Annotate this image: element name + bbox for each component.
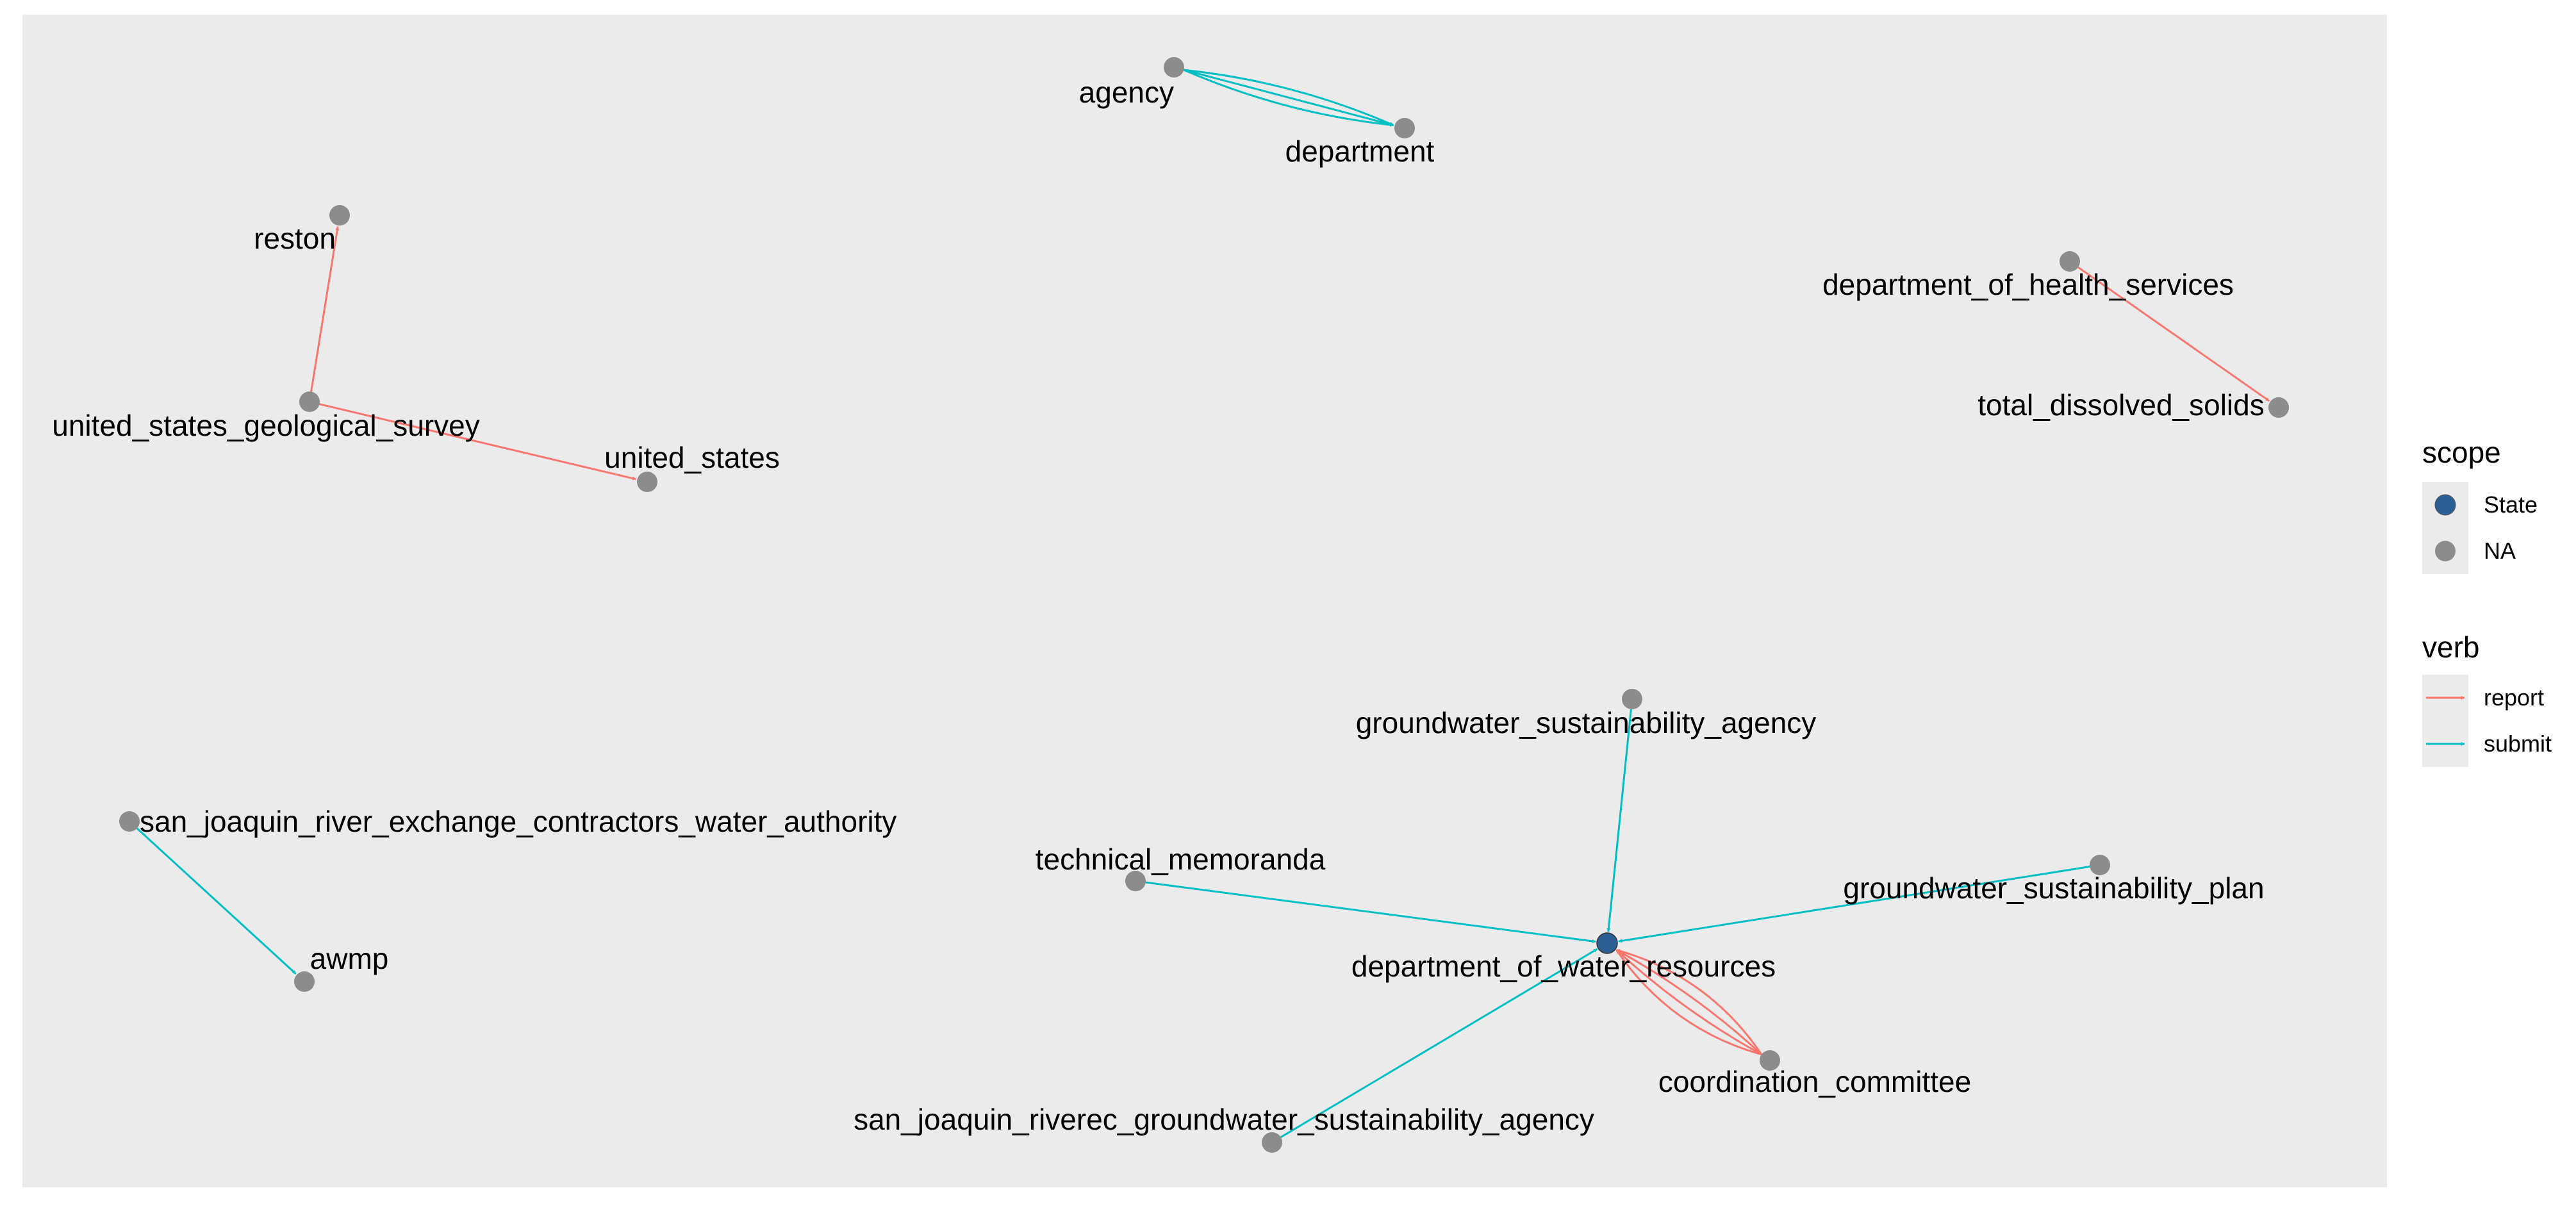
node-agency[interactable]	[1164, 57, 1184, 78]
edge-report-coordination_committee-to-department_of_water_resources	[1615, 949, 1762, 1055]
edge-report-united_states_geological_survey-to-reston	[310, 226, 340, 392]
legend-scope-label-na: NA	[2484, 538, 2516, 564]
node-groundwater_sustainability_agency[interactable]	[1622, 689, 1642, 709]
node-label-reston: reston	[254, 222, 336, 255]
node-label-united_states_geological_survey: united_states_geological_survey	[52, 409, 479, 442]
legend-verb-label-report: report	[2484, 684, 2544, 711]
node-reston[interactable]	[329, 205, 350, 226]
legend-scope: scope State NA	[2422, 436, 2538, 574]
plot-panel	[22, 15, 2387, 1187]
edge-submit-groundwater_sustainability_agency-to-department_of_water_resources	[1606, 709, 1632, 932]
edge-submit-agency-to-department	[1184, 69, 1394, 126]
node-san_joaquin_river_exchange_contractors_water_authority[interactable]	[119, 811, 140, 832]
node-label-total_dissolved_solids: total_dissolved_solids	[1977, 388, 2265, 422]
legend-scope-swatch-na	[2435, 541, 2456, 561]
legend-verb-label-submit: submit	[2484, 730, 2552, 757]
node-label-awmp: awmp	[310, 942, 389, 975]
node-united_states[interactable]	[637, 472, 657, 492]
edge-submit-technical_memoranda-to-department_of_water_resources	[1145, 881, 1596, 943]
edge-report-coordination_committee-to-department_of_water_resources	[1615, 949, 1763, 1055]
labels-layer: agency department reston united_states_geol…	[52, 76, 2264, 1136]
node-label-department_of_water_resources: department_of_water_resources	[1351, 950, 1776, 983]
edges-layer	[136, 69, 2270, 1139]
node-groundwater_sustainability_plan[interactable]	[2090, 855, 2110, 875]
edge-submit-agency-to-department	[1183, 69, 1394, 127]
node-coordination_committee[interactable]	[1760, 1050, 1780, 1071]
node-united_states_geological_survey[interactable]	[299, 391, 320, 412]
node-label-san_joaquin_river_exchange_contractors_water_authority: san_joaquin_river_exchange_contractors_w…	[140, 805, 896, 838]
node-label-department: department	[1285, 135, 1435, 168]
legend-scope-label-state: State	[2484, 491, 2538, 518]
node-department[interactable]	[1394, 118, 1415, 138]
node-label-groundwater_sustainability_plan: groundwater_sustainability_plan	[1843, 871, 2264, 905]
edge-submit-agency-to-department	[1184, 69, 1394, 126]
edge-report-coordination_committee-to-department_of_water_resources	[1616, 949, 1763, 1055]
node-label-san_joaquin_riverec_groundwater_sustainability_agency: san_joaquin_riverec_groundwater_sustaina…	[854, 1103, 1594, 1136]
node-department_of_health_services[interactable]	[2060, 251, 2080, 272]
edge-report-coordination_committee-to-department_of_water_resources	[1615, 949, 1762, 1056]
edge-submit-san_joaquin_riverec_groundwater_sustainability_agency-to-department_of_water_resources	[1280, 948, 1598, 1139]
edge-submit-groundwater_sustainability_plan-to-department_of_water_resources	[1618, 866, 2090, 943]
node-label-agency: agency	[1079, 76, 1174, 109]
node-department_of_water_resources[interactable]	[1596, 932, 1618, 954]
nodes-layer	[119, 57, 2289, 1153]
node-technical_memoranda[interactable]	[1125, 871, 1146, 891]
node-label-department_of_health_services: department_of_health_services	[1822, 268, 2234, 301]
legend-scope-title: scope	[2422, 436, 2501, 469]
node-awmp[interactable]	[294, 971, 315, 992]
node-san_joaquin_riverec_groundwater_sustainability_agency[interactable]	[1262, 1132, 1282, 1153]
edge-report-department_of_health_services-to-total_dissolved_solids	[2077, 266, 2270, 402]
node-label-groundwater_sustainability_agency: groundwater_sustainability_agency	[1356, 706, 1817, 739]
node-label-united_states: united_states	[604, 441, 780, 474]
node-label-coordination_committee: coordination_committee	[1658, 1065, 1971, 1098]
legend-verb: verb report submit	[2422, 630, 2552, 767]
legend-verb-title: verb	[2422, 630, 2479, 664]
node-total_dissolved_solids[interactable]	[2268, 397, 2289, 418]
edge-report-united_states_geological_survey-to-united_states	[319, 403, 637, 481]
edge-submit-san_joaquin_river_exchange_contractors_water_authority-to-awmp	[136, 827, 297, 975]
legend-scope-swatch-state	[2434, 494, 2456, 516]
node-label-technical_memoranda: technical_memoranda	[1036, 843, 1326, 876]
